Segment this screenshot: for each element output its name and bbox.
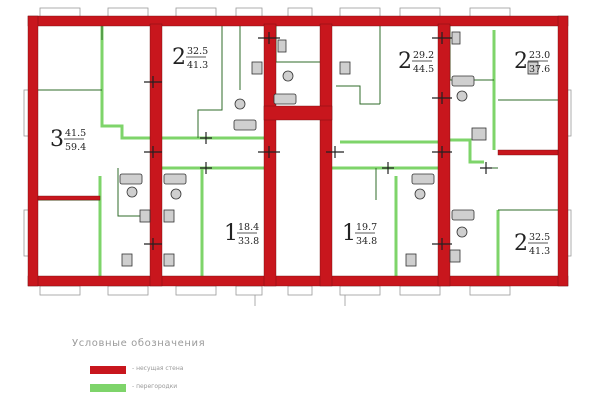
bathtub-icon xyxy=(119,173,143,185)
apartment-living-area: 19.7 xyxy=(356,222,377,233)
toilet-icon xyxy=(282,70,294,82)
bathtub-icon xyxy=(411,173,435,185)
ventilation-shaft-icon xyxy=(277,39,287,53)
apartment-rooms: 3 xyxy=(50,127,64,152)
partitions xyxy=(98,24,500,280)
bathroom-fixtures xyxy=(119,31,539,267)
toilet-icon xyxy=(126,186,138,198)
door-icon xyxy=(432,32,452,44)
stove-icon xyxy=(163,253,175,267)
door-icon xyxy=(144,238,162,250)
apartment-living-area: 41.5 xyxy=(65,128,86,139)
door-icon xyxy=(382,162,394,174)
apartment-living-area: 23.0 xyxy=(529,50,550,61)
apartment-label-4: 1 18.4 33.8 xyxy=(224,221,259,247)
bathtub-icon xyxy=(451,75,475,87)
bearing-walls xyxy=(27,15,569,287)
apartment-total-area: 37.6 xyxy=(529,64,550,75)
stove-icon xyxy=(449,249,461,263)
stove-icon xyxy=(121,253,133,267)
legend-label: - перегородки xyxy=(132,383,178,390)
ventilation-shaft-icon xyxy=(451,31,461,45)
door-icon xyxy=(432,146,452,158)
door-icon xyxy=(144,76,162,88)
apartment-label-0: 3 41.5 59.4 xyxy=(50,127,86,153)
apartment-total-area: 41.3 xyxy=(187,60,208,71)
stove-icon xyxy=(471,127,487,141)
legend-swatch xyxy=(90,366,126,374)
stove-icon xyxy=(339,61,351,75)
apartment-label-5: 1 19.7 34.8 xyxy=(342,221,377,247)
toilet-icon xyxy=(456,226,468,238)
legend-swatch xyxy=(90,384,126,392)
stove-icon xyxy=(405,253,417,267)
apartment-rooms: 2 xyxy=(514,49,528,74)
apartment-living-area: 32.5 xyxy=(529,232,550,243)
door-icon xyxy=(258,32,280,44)
apartment-total-area: 33.8 xyxy=(238,236,259,247)
windows xyxy=(23,7,572,306)
toilet-icon xyxy=(170,188,182,200)
legend-label: - несущая стена xyxy=(132,365,184,372)
door-icon xyxy=(200,132,212,144)
apartment-label-2: 2 29.2 44.5 xyxy=(398,49,434,75)
toilet-icon xyxy=(456,90,468,102)
apartment-total-area: 34.8 xyxy=(356,236,377,247)
apartment-rooms: 2 xyxy=(398,49,412,74)
toilet-icon xyxy=(414,188,426,200)
legend-title: Условные обозначения xyxy=(72,338,206,349)
apartment-living-area: 32.5 xyxy=(187,46,208,57)
apartment-rooms: 2 xyxy=(172,45,186,70)
door-icon xyxy=(258,146,280,158)
door-icon xyxy=(326,146,344,158)
stove-icon xyxy=(527,61,539,75)
door-icon xyxy=(200,162,212,174)
apartment-total-area: 41.3 xyxy=(529,246,550,257)
door-icon xyxy=(432,92,452,104)
apartment-label-6: 2 32.5 41.3 xyxy=(514,231,550,257)
apartment-living-area: 29.2 xyxy=(413,50,434,61)
floor-plan: 3 41.5 59.4 2 32.5 41.3 2 29.2 44.5 2 23… xyxy=(23,7,572,306)
apartment-living-area: 18.4 xyxy=(238,222,259,233)
apartment-label-1: 2 32.5 41.3 xyxy=(172,45,208,71)
door-icon xyxy=(144,146,162,158)
apartment-label-3: 2 23.0 37.6 xyxy=(514,49,550,75)
bathtub-icon xyxy=(451,209,475,221)
sink-icon xyxy=(163,209,175,223)
door-icon xyxy=(432,238,452,250)
bathtub-icon xyxy=(273,93,297,105)
door-icon xyxy=(480,162,492,174)
apartment-total-area: 44.5 xyxy=(413,64,434,75)
bathtub-icon xyxy=(233,119,257,131)
apartment-rooms: 1 xyxy=(342,221,356,246)
apartment-total-area: 59.4 xyxy=(65,142,86,153)
doors xyxy=(144,32,492,250)
stove-icon xyxy=(251,61,263,75)
toilet-icon xyxy=(234,98,246,110)
bathtub-icon xyxy=(163,173,187,185)
apartment-rooms: 2 xyxy=(514,231,528,256)
sink-icon xyxy=(139,209,151,223)
apartment-rooms: 1 xyxy=(224,221,238,246)
